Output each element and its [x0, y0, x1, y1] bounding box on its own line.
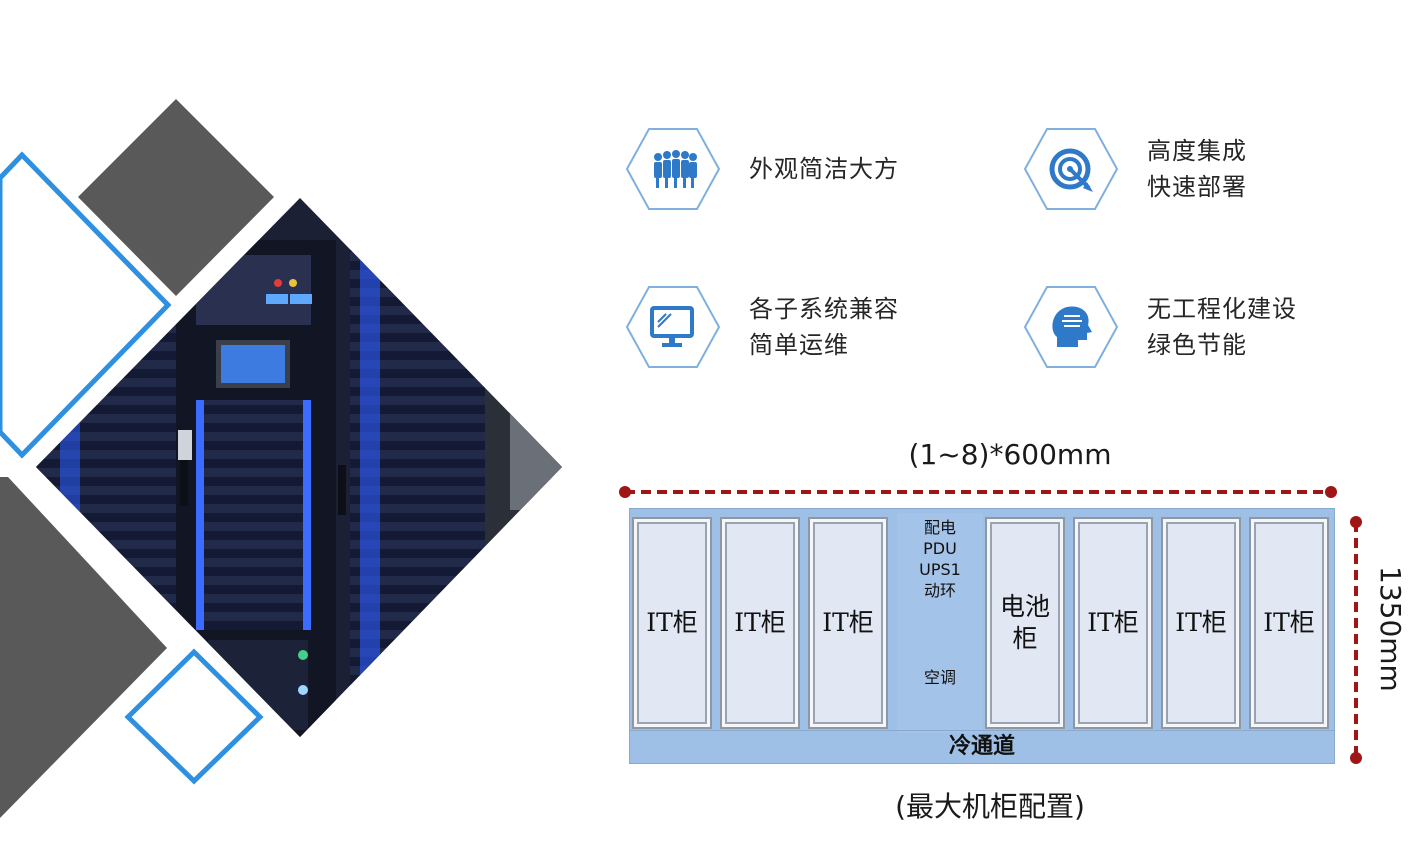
- decor-gray-diamond-top: [78, 99, 274, 296]
- power-ac-line: UPS1: [919, 560, 961, 579]
- air-conditioner-label: 空调: [923, 668, 956, 687]
- feature-line: 各子系统兼容: [749, 295, 899, 323]
- cabinet-it: IT柜: [1161, 517, 1241, 729]
- feature-line: 绿色节能: [1147, 331, 1247, 359]
- diagram-caption: (最大机柜配置): [895, 790, 1085, 823]
- cabinet-power-ac: 配电 PDU UPS1 动环 空调: [897, 513, 983, 733]
- cold-aisle-label: 冷通道: [630, 730, 1334, 763]
- decor-outline-diamond-left: [0, 151, 172, 459]
- feature-line: 快速部署: [1147, 173, 1247, 201]
- feature-appearance: 外观简洁大方: [625, 127, 899, 211]
- feature-green: 无工程化建设 绿色节能: [1023, 285, 1297, 369]
- product-graphic: [0, 99, 562, 818]
- power-ac-line: 动环: [923, 581, 956, 600]
- feature-text: 高度集成 快速部署: [1147, 133, 1247, 205]
- feature-text: 各子系统兼容 简单运维: [749, 291, 899, 363]
- feature-text: 无工程化建设 绿色节能: [1147, 291, 1297, 363]
- cabinet-it: IT柜: [720, 517, 800, 729]
- power-ac-line: PDU: [923, 539, 957, 558]
- feature-text: 外观简洁大方: [749, 151, 899, 187]
- cabinet-it: IT柜: [1249, 517, 1329, 729]
- monitor-icon: [625, 286, 721, 368]
- feature-line: 外观简洁大方: [749, 155, 899, 183]
- cabinet-row: IT柜 IT柜 IT柜 配电 PDU UPS1 动环 空调 电池 柜 IT柜 I…: [629, 508, 1335, 764]
- feature-line: 高度集成: [1147, 137, 1247, 165]
- cabinet-battery: 电池 柜: [985, 517, 1065, 729]
- cabinet-it: IT柜: [1073, 517, 1153, 729]
- decor-gray-shape-bottom: [0, 477, 167, 818]
- feature-line: 简单运维: [749, 331, 849, 359]
- people-icon: [625, 128, 721, 210]
- feature-compatibility: 各子系统兼容 简单运维: [625, 285, 899, 369]
- feature-line: 无工程化建设: [1147, 295, 1297, 323]
- power-ac-labels: 配电 PDU UPS1 动环: [897, 513, 983, 601]
- feature-integration: 高度集成 快速部署: [1023, 127, 1247, 211]
- height-dimension-label: 1350mm: [1374, 566, 1407, 692]
- target-icon: [1023, 128, 1119, 210]
- decor-outline-diamond-small: [124, 648, 264, 785]
- cabinet-layout-diagram: (1~8)*600mm 1350mm IT柜 IT柜 IT柜 配电 PDU UP…: [600, 430, 1417, 861]
- cabinet-it: IT柜: [808, 517, 888, 729]
- cabinet-it: IT柜: [632, 517, 712, 729]
- power-ac-line: 配电: [923, 518, 956, 537]
- head-binary-icon: [1023, 286, 1119, 368]
- width-dimension-label: (1~8)*600mm: [908, 438, 1112, 471]
